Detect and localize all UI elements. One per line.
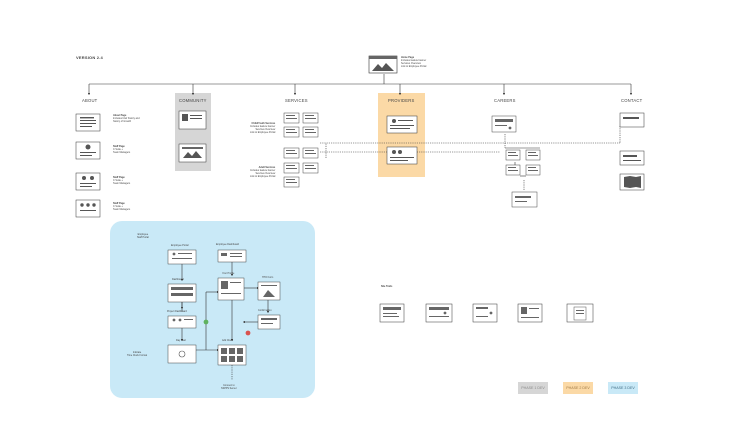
employee-portal-phase3-region	[110, 221, 315, 398]
reject-icon	[245, 330, 251, 336]
legend-phase-1: PHASE 1 DEV	[518, 382, 548, 394]
section-services[interactable]: SERVICES	[285, 98, 308, 103]
dashboard-label: Dashboard	[172, 278, 184, 281]
your-profile-label: Your Profile	[222, 272, 235, 275]
site-types-label: Site Trails	[381, 285, 393, 288]
employee-portal-label: Employee Portal	[171, 244, 189, 247]
providers-wireframes	[386, 115, 418, 165]
add-client-label: Add Client	[222, 339, 234, 342]
day-start-label: Day Start	[176, 339, 186, 342]
section-contact[interactable]: CONTACT	[621, 98, 643, 103]
hto-form-label: HTO Form	[262, 276, 274, 279]
section-providers[interactable]: PROVIDERS	[388, 98, 415, 103]
version-label: VERSION 2.4	[76, 55, 103, 60]
project-dashboard-label: Project Dashboard	[167, 310, 187, 313]
careers-wireframes	[491, 115, 541, 208]
confirmation-label: Confirmation	[258, 309, 272, 312]
employee-dashboard-label: Employee Dashboard	[216, 243, 239, 246]
legend-phase-3: PHASE 3 DEV	[608, 382, 638, 394]
section-careers[interactable]: CAREERS	[494, 98, 516, 103]
legend-phase-2: PHASE 2 DEV	[563, 382, 593, 394]
section-about[interactable]: ABOUT	[82, 98, 98, 103]
section-community[interactable]: COMMUNITY	[179, 98, 207, 103]
site-types-wireframes	[379, 303, 594, 323]
portal-wireframes	[167, 249, 281, 366]
home-page-wireframe	[368, 55, 398, 74]
contact-wireframes	[619, 112, 645, 191]
community-wireframes	[178, 110, 207, 163]
about-wireframes	[75, 113, 101, 218]
accept-icon	[203, 319, 209, 325]
